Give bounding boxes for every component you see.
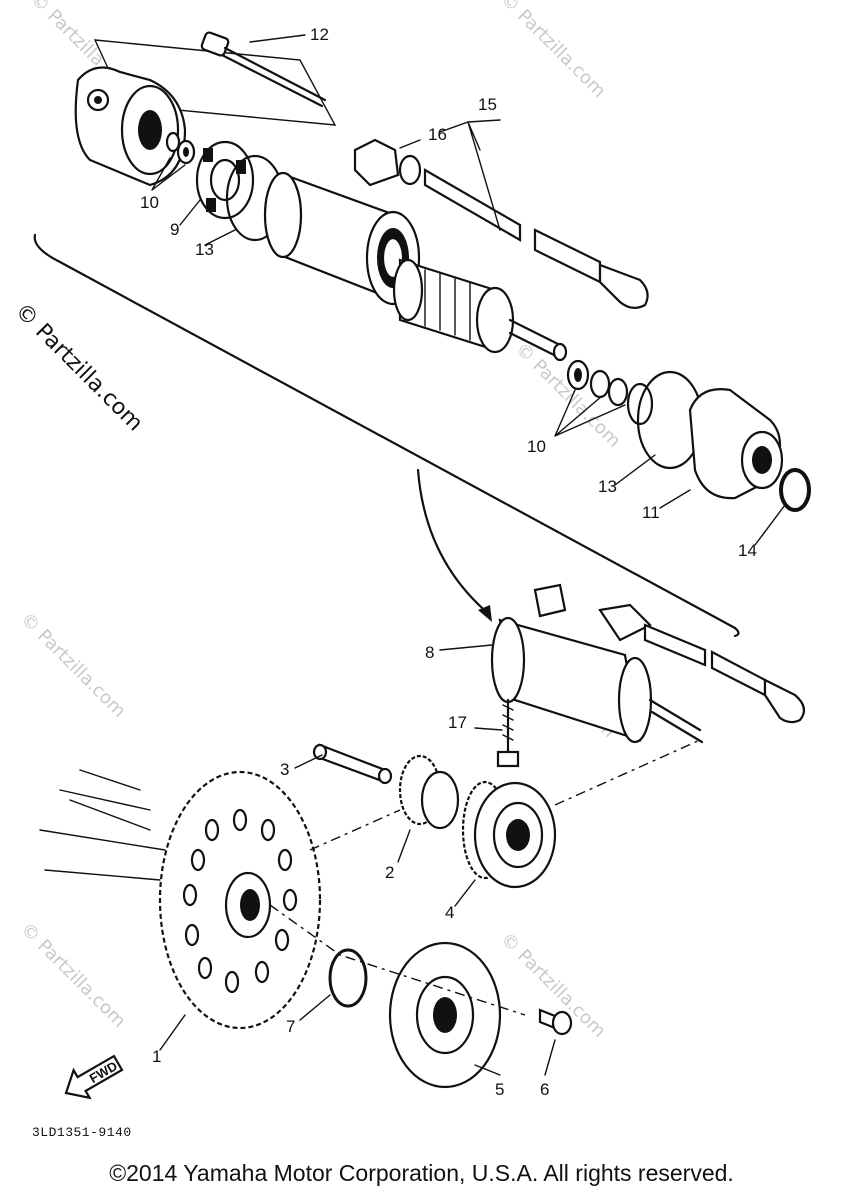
axis-line	[269, 904, 526, 1016]
callout-8: 8	[425, 643, 434, 662]
callout-6: 6	[540, 1080, 549, 1099]
part-2-idler-gear	[398, 754, 460, 830]
watermark: © Partzilla.com	[10, 299, 148, 437]
callout-5: 5	[495, 1080, 504, 1099]
watermark: © Partzilla.com	[496, 0, 609, 102]
watermark: © Partzilla.com	[16, 919, 129, 1032]
callout-4: 4	[445, 903, 454, 922]
part-6-bolt	[538, 1008, 573, 1036]
part-10-washers-upper	[165, 131, 196, 165]
axis-line	[309, 809, 401, 851]
part-4-gear	[461, 780, 557, 889]
callout-3: 3	[280, 760, 289, 779]
part-8-starter-motor	[490, 583, 806, 744]
armature	[392, 258, 568, 362]
part-7-circlip	[328, 948, 368, 1008]
fwd-arrow: FWD	[64, 1054, 124, 1100]
front-cover	[74, 66, 187, 187]
part-9-brush-holder	[195, 140, 255, 220]
part-16-terminal-cap	[353, 138, 422, 187]
callout-15: 15	[478, 95, 497, 114]
part-1-starter-wheel-gear	[158, 770, 322, 1030]
watermark: © Partzilla.com	[511, 339, 624, 452]
assembly-arrow	[416, 468, 492, 617]
reference-code: 3LD1351-9140	[32, 1125, 132, 1140]
watermark: © Partzilla.com	[16, 609, 129, 722]
callout-2: 2	[385, 863, 394, 882]
callout-12: 12	[310, 25, 329, 44]
part-3-shaft	[312, 743, 393, 785]
callout-10-lower: 10	[527, 437, 546, 456]
copyright-notice: ©2014 Yamaha Motor Corporation, U.S.A. A…	[109, 1160, 734, 1186]
callout-9: 9	[170, 220, 179, 239]
callout-10-upper: 10	[140, 193, 159, 212]
part-17-bolt	[496, 698, 520, 768]
callout-numbers: 12 15 16 10 9 13 10 13 11 14 8 17 3 2 4 …	[140, 25, 757, 1099]
part-10-washers-lower	[566, 359, 654, 426]
callout-14: 14	[738, 541, 757, 560]
assembly-arrow-head	[478, 605, 492, 622]
callout-1: 1	[152, 1047, 161, 1066]
part-12-through-bolt	[200, 31, 327, 108]
leader-lines	[151, 34, 786, 1076]
callout-7: 7	[286, 1017, 295, 1036]
crankshaft-outline	[39, 769, 166, 881]
motor-yoke	[263, 171, 421, 306]
callout-17: 17	[448, 713, 467, 732]
axis-line	[554, 739, 701, 806]
callout-13-upper: 13	[195, 240, 214, 259]
callout-11: 11	[642, 503, 660, 522]
part-11-rear-cover	[688, 388, 784, 500]
group-bracket	[33, 233, 740, 638]
part-5-starter-clutch	[388, 941, 502, 1089]
part-15-lead-wire	[423, 168, 649, 309]
callout-13-lower: 13	[598, 477, 617, 496]
callout-16: 16	[428, 125, 447, 144]
part-14-o-ring-small	[779, 468, 811, 512]
